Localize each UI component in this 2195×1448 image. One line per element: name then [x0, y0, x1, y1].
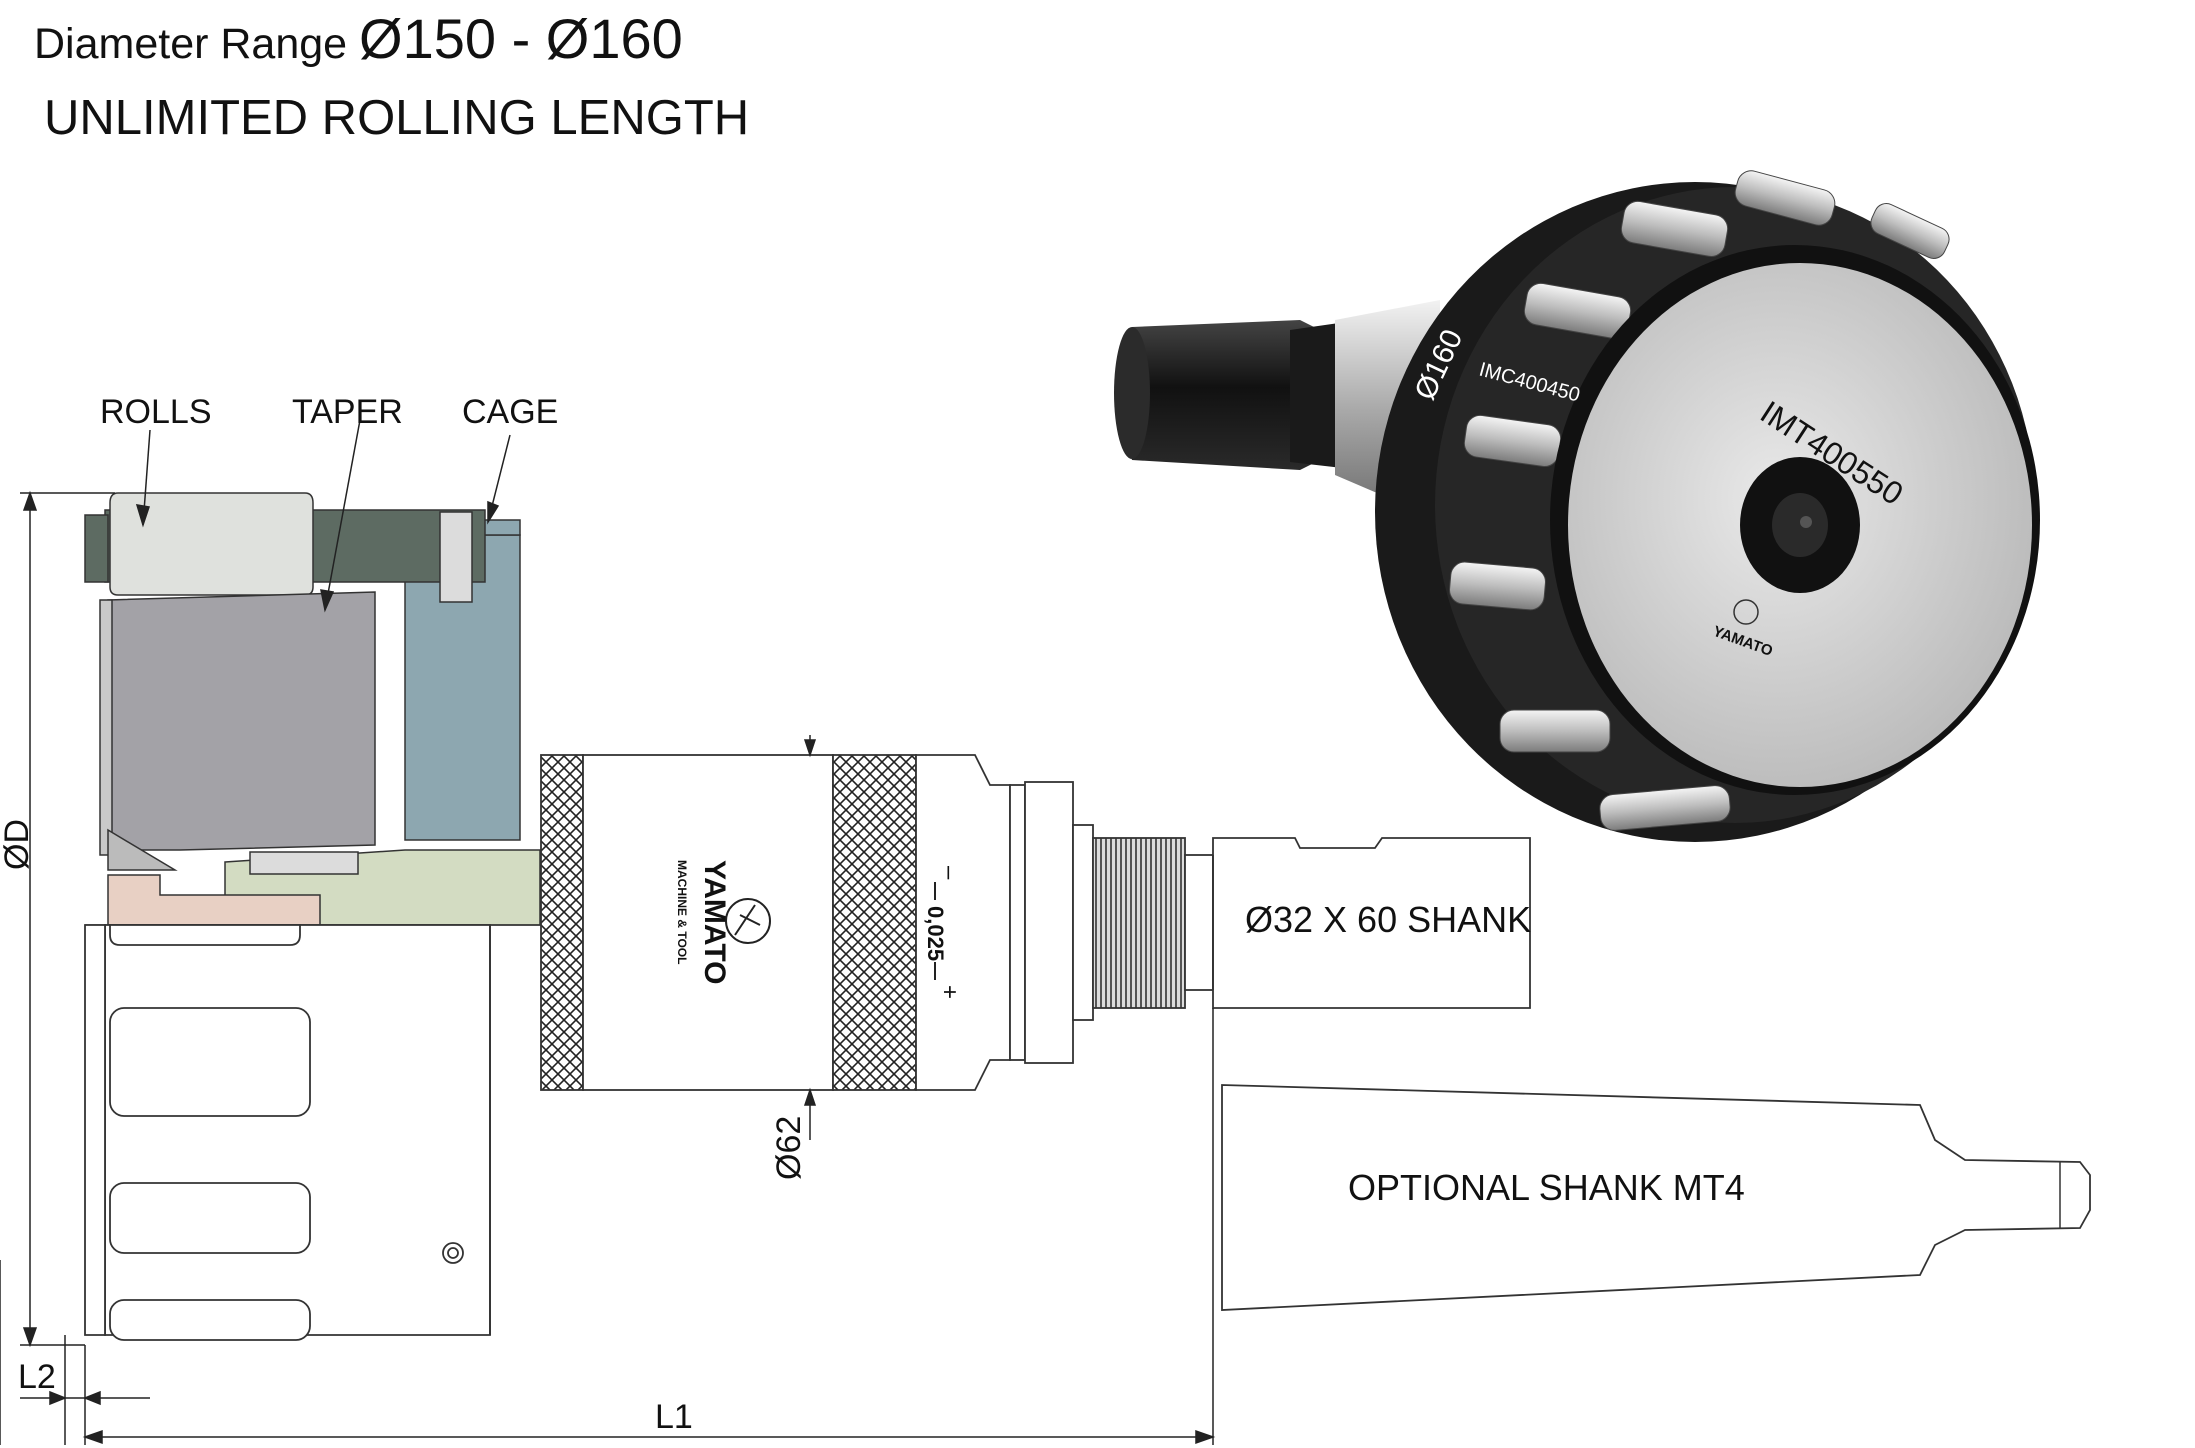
shank-standard-label: Ø32 X 60 SHANK	[1245, 899, 1531, 940]
dim-od-label: ØD	[0, 819, 36, 870]
knurled-ring-front	[540, 754, 584, 1091]
adjust-minus: –	[936, 866, 963, 880]
dim-l1-label: L1	[655, 1398, 693, 1436]
adjust-plus: +	[936, 985, 963, 999]
diameter-range-label: Diameter Range	[34, 20, 348, 68]
callout-rolls: ROLLS	[100, 393, 212, 431]
product-render	[1114, 170, 2040, 842]
taper-section	[107, 591, 376, 851]
callout-cage: CAGE	[462, 393, 558, 431]
dim-l2-label: L2	[18, 1358, 56, 1396]
sleeve-brand-tagline: MACHINE & TOOL	[675, 860, 689, 964]
shank-optional-label: OPTIONAL SHANK MT4	[1348, 1167, 1745, 1208]
tool-exterior-view	[84, 754, 1531, 1341]
thread	[1092, 837, 1186, 1009]
sleeve-brand-text: YAMATO	[698, 860, 731, 984]
header-subtitle: UNLIMITED ROLLING LENGTH	[44, 91, 750, 145]
adjusting-sleeve	[582, 754, 834, 1091]
callout-taper: TAPER	[292, 393, 403, 431]
adjust-scale: – 0,025 +	[923, 866, 963, 999]
shank-mt4	[1221, 1084, 2091, 1311]
diameter-range-value: Ø150 - Ø160	[359, 7, 683, 70]
adjust-step: 0,025	[923, 906, 948, 961]
dim-d62-label: Ø62	[770, 1116, 808, 1180]
yamato-logo-drawing	[725, 898, 771, 944]
shank-straight	[1212, 837, 1531, 1009]
dimension-lines	[0, 419, 1216, 1445]
header-title: Diameter Range Ø150 - Ø160	[34, 6, 683, 71]
tool-section-view	[84, 492, 541, 926]
knurled-ring-rear	[832, 754, 917, 1091]
